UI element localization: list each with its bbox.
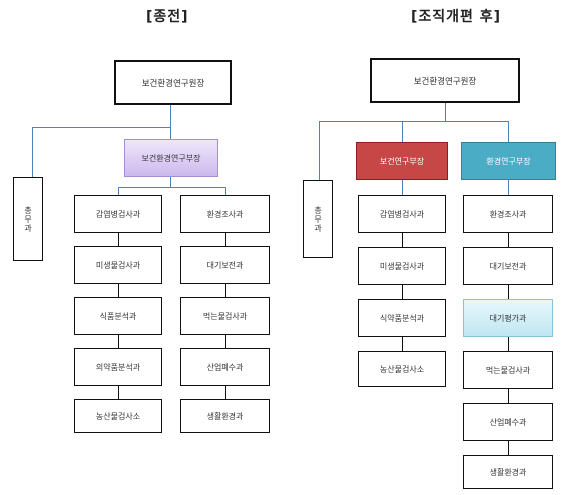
after-col1-dept-2: 미생물검사과 <box>358 247 446 285</box>
after-col2-dept-6: 생활환경과 <box>463 455 553 489</box>
after-col2-dept-4: 먹는물검사과 <box>463 351 553 389</box>
after-header: [조직개편 후] <box>411 9 502 25</box>
before-col1-dept-3: 식품분석과 <box>74 297 162 335</box>
after-col2-dept-5: 산업폐수과 <box>463 403 553 441</box>
before-general-affairs-box: 총무과 <box>13 177 43 261</box>
before-col1-dept-4: 의약품분석과 <box>74 348 162 386</box>
before-col1-dept-5: 농산물검사소 <box>74 399 162 433</box>
after-env-research-head-box: 환경연구부장 <box>461 142 556 180</box>
after-col2-dept-1: 환경조사과 <box>463 195 553 233</box>
before-col1-dept-1: 감염병검사과 <box>74 195 162 233</box>
before-header: [종전] <box>146 9 189 25</box>
before-col2-dept-1: 환경조사과 <box>180 195 270 233</box>
before-vice-director-box: 보건환경연구부장 <box>124 139 218 177</box>
after-col2-dept-2: 대기보전과 <box>463 247 553 285</box>
before-col1-dept-2: 미생물검사과 <box>74 246 162 284</box>
after-col1-dept-1: 감염병검사과 <box>358 195 446 233</box>
after-director-box: 보건환경연구원장 <box>370 58 520 103</box>
after-health-research-head-box: 보건연구부장 <box>356 142 448 180</box>
before-col2-dept-4: 산업폐수과 <box>180 348 270 386</box>
after-col2-dept-3-new: 대기평가과 <box>463 299 553 337</box>
before-director-box: 보건환경연구원장 <box>114 60 232 105</box>
before-col2-dept-2: 대기보전과 <box>180 246 270 284</box>
after-col1-dept-3: 식약품분석과 <box>358 299 446 337</box>
after-general-affairs-box: 총무과 <box>303 180 333 258</box>
before-col2-dept-3: 먹는물검사과 <box>180 297 270 335</box>
after-col1-dept-4: 농산물검사소 <box>358 351 446 387</box>
before-col2-dept-5: 생활환경과 <box>180 399 270 433</box>
